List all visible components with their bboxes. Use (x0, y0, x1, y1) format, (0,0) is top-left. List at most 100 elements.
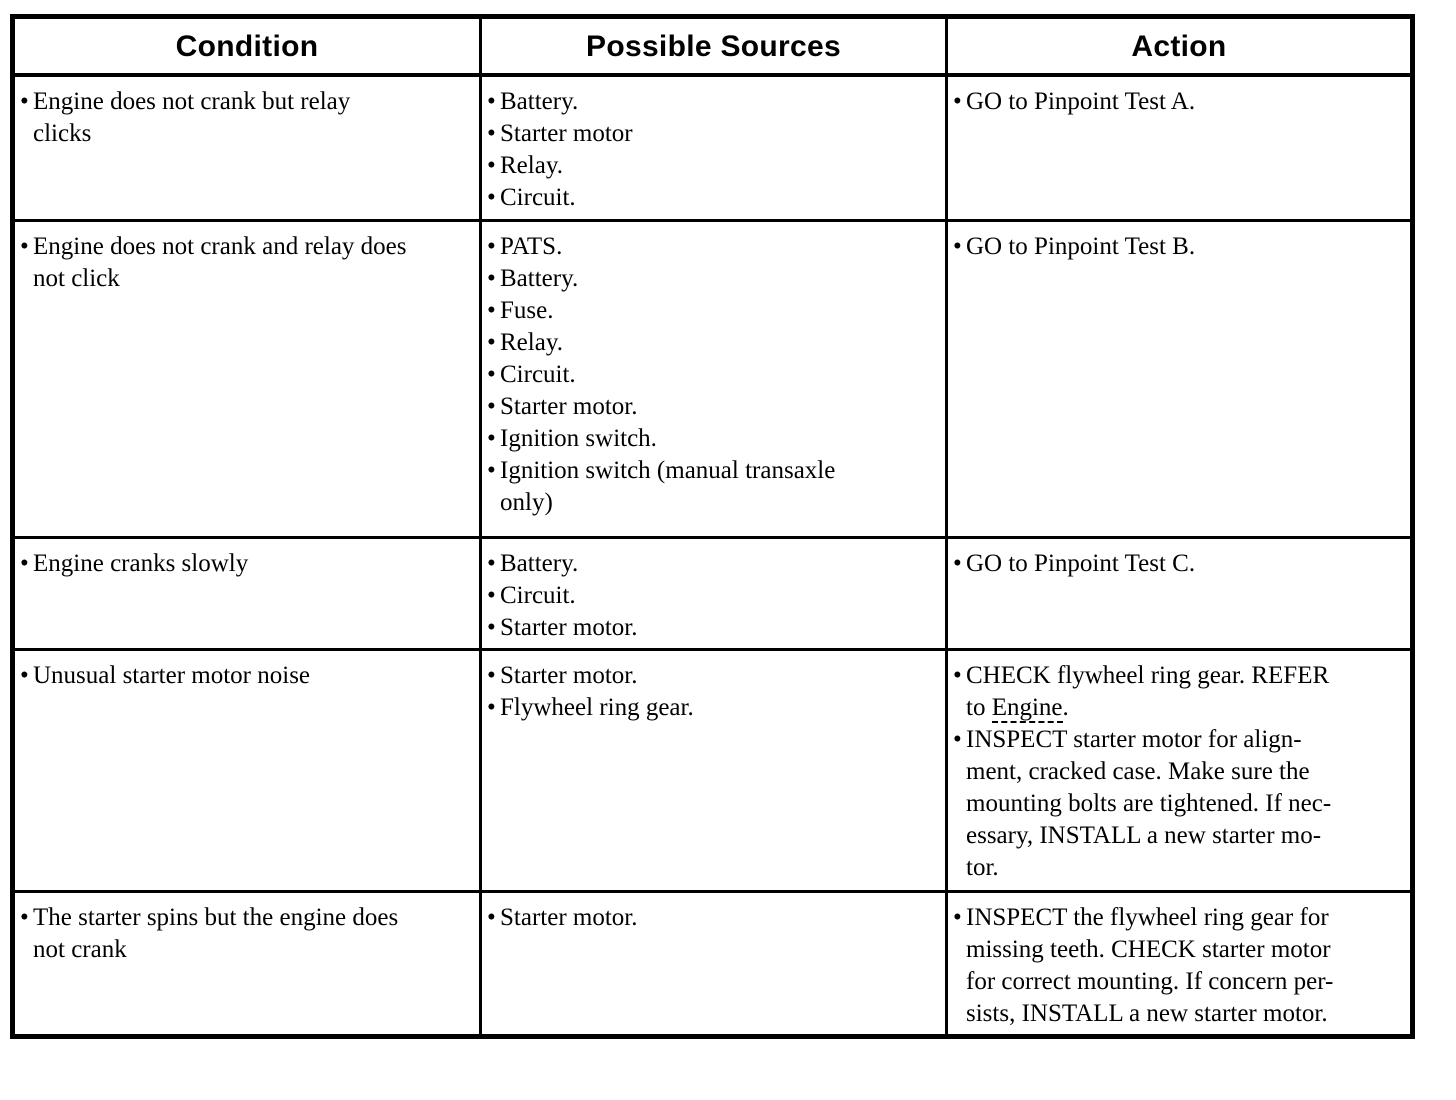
action-cell: •INSPECT the flywheel ring gear for miss… (945, 889, 1414, 1038)
condition-text: The starter spins but the engine does no… (33, 903, 399, 963)
bullet-icon: • (487, 613, 496, 641)
bullet-icon: • (487, 424, 496, 452)
engine-reference: Engine (991, 693, 1063, 723)
table-row: •Engine does not crank but relay clicks … (11, 73, 1414, 222)
bullet-icon: • (487, 328, 496, 356)
source-text: Starter motor. (500, 661, 638, 689)
bullet-icon: • (487, 120, 496, 147)
action-text-before: CHECK flywheel ring gear. REFER to (966, 661, 1330, 721)
list-item: •Circuit. (487, 359, 941, 391)
column-header-possible-sources: Possible Sources (479, 15, 948, 77)
list-item: •The starter spins but the engine does n… (20, 902, 475, 966)
list-item: •Circuit. (487, 580, 941, 612)
bullet-icon: • (487, 88, 496, 115)
list-item: •GO to Pinpoint Test A. (953, 86, 1406, 118)
list-item: •Relay. (487, 150, 941, 182)
source-text: Battery. (500, 88, 579, 115)
source-text: Starter motor. (500, 392, 638, 420)
source-text: Circuit. (500, 581, 576, 609)
bullet-icon: • (953, 232, 962, 260)
source-text: Starter motor. (500, 903, 638, 931)
action-text: INSPECT the flywheel ring gear for missi… (966, 903, 1334, 1027)
bullet-icon: • (487, 549, 496, 577)
source-text: Fuse. (500, 296, 554, 324)
list-item: •Engine does not crank and relay does no… (20, 231, 475, 295)
possible-sources-cell: •Starter motor. •Flywheel ring gear. (479, 647, 948, 893)
list-item: •Ignition switch. (487, 423, 941, 455)
condition-cell: •Engine does not crank but relay clicks (11, 73, 482, 222)
condition-cell: •Unusual starter motor noise (11, 647, 482, 893)
list-item: •GO to Pinpoint Test C. (953, 548, 1406, 580)
bullet-icon: • (20, 549, 29, 577)
action-cell: •GO to Pinpoint Test C. (945, 535, 1414, 651)
table-row: •Engine does not crank and relay does no… (11, 218, 1414, 539)
list-item: •Starter motor (487, 118, 941, 150)
list-item: •Flywheel ring gear. (487, 692, 941, 724)
action-cell: •GO to Pinpoint Test A. (945, 73, 1414, 222)
source-text: Circuit. (500, 360, 576, 388)
bullet-icon: • (20, 232, 29, 260)
list-item: •Circuit. (487, 182, 941, 214)
possible-sources-cell: •Starter motor. (479, 889, 948, 1038)
list-item: •GO to Pinpoint Test B. (953, 231, 1406, 263)
source-text: Circuit. (500, 184, 576, 211)
action-cell: •GO to Pinpoint Test B. (945, 218, 1414, 539)
list-item: •Ignition switch (manual transaxle only) (487, 455, 941, 519)
source-text: PATS. (500, 232, 563, 260)
bullet-icon: • (20, 903, 29, 931)
action-text: GO to Pinpoint Test B. (966, 232, 1196, 260)
list-item: •Battery. (487, 86, 941, 118)
header-row: Condition Possible Sources Action (11, 15, 1414, 77)
bullet-icon: • (953, 88, 962, 115)
bullet-icon: • (487, 661, 496, 689)
diagnostic-table: Condition Possible Sources Action •Engin… (10, 14, 1415, 1039)
source-text: Flywheel ring gear. (500, 693, 694, 721)
action-text: GO to Pinpoint Test C. (966, 549, 1196, 577)
list-item: •PATS. (487, 231, 941, 263)
column-header-action: Action (945, 15, 1414, 77)
source-text: Ignition switch. (500, 424, 657, 452)
table-row: •Unusual starter motor noise •Starter mo… (11, 647, 1414, 893)
bullet-icon: • (953, 725, 962, 753)
condition-text: Engine does not crank and relay does not… (33, 232, 407, 292)
list-item: •Battery. (487, 263, 941, 295)
list-item: •Starter motor. (487, 660, 941, 692)
list-item: •Starter motor. (487, 612, 941, 644)
list-item: •Fuse. (487, 295, 941, 327)
bullet-icon: • (953, 661, 962, 689)
table-row: •The starter spins but the engine does n… (11, 889, 1414, 1038)
bullet-icon: • (487, 581, 496, 609)
bullet-icon: • (20, 661, 29, 689)
condition-cell: •Engine does not crank and relay does no… (11, 218, 482, 539)
bullet-icon: • (487, 456, 496, 484)
bullet-icon: • (487, 903, 496, 931)
list-item: •Engine does not crank but relay clicks (20, 86, 475, 150)
source-text: Relay. (500, 328, 563, 356)
list-item: •Engine cranks slowly (20, 548, 475, 580)
condition-cell: •The starter spins but the engine does n… (11, 889, 482, 1038)
bullet-icon: • (20, 88, 29, 115)
condition-text: Engine cranks slowly (33, 549, 249, 577)
action-text: GO to Pinpoint Test A. (966, 88, 1196, 115)
condition-cell: •Engine cranks slowly (11, 535, 482, 651)
bullet-icon: • (487, 360, 496, 388)
bullet-icon: • (487, 152, 496, 179)
possible-sources-cell: •Battery. •Starter motor •Relay. •Circui… (479, 73, 948, 222)
table-row: •Engine cranks slowly •Battery. •Circuit… (11, 535, 1414, 651)
source-text: Battery. (500, 549, 579, 577)
possible-sources-cell: •Battery. •Circuit. •Starter motor. (479, 535, 948, 651)
bullet-icon: • (487, 296, 496, 324)
bullet-icon: • (487, 693, 496, 721)
list-item: •CHECK flywheel ring gear. REFER to Engi… (953, 660, 1406, 724)
action-text: CHECK flywheel ring gear. REFER to Engin… (966, 660, 1406, 724)
condition-text: Unusual starter motor noise (33, 661, 311, 689)
source-text: Starter motor (500, 120, 633, 147)
list-item: •Battery. (487, 548, 941, 580)
source-text: Ignition switch (manual transaxle only) (500, 456, 836, 516)
bullet-icon: • (953, 549, 962, 577)
bullet-icon: • (487, 184, 496, 211)
action-cell: •CHECK flywheel ring gear. REFER to Engi… (945, 647, 1414, 893)
source-text: Starter motor. (500, 613, 638, 641)
bullet-icon: • (953, 903, 962, 931)
